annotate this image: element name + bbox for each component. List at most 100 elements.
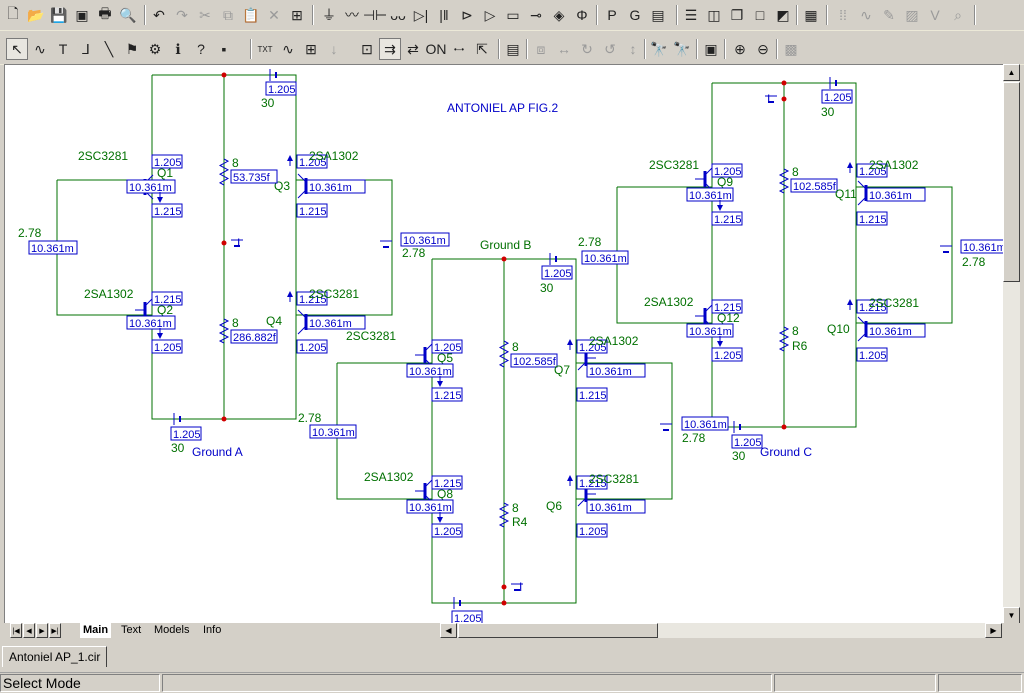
resistor-icon[interactable]: 〰 xyxy=(345,7,359,23)
readout-value: 10.361m xyxy=(129,182,172,194)
file-tab[interactable]: Antoniel AP_1.cir xyxy=(2,646,108,667)
copy-icon[interactable]: ⧉ xyxy=(223,6,233,23)
opamp-icon[interactable]: ▷ xyxy=(484,6,496,23)
first-tab-button[interactable]: |◀ xyxy=(10,623,22,638)
node-icon[interactable]: ⊞ xyxy=(305,40,317,57)
new-icon[interactable]: 🗋 xyxy=(7,5,19,21)
rotate-icon[interactable]: ↻ xyxy=(581,40,593,57)
cut-icon[interactable]: ✂ xyxy=(199,6,211,23)
toolbar-separator xyxy=(312,5,314,25)
delete-icon[interactable]: ✕ xyxy=(268,6,280,23)
flow-icon[interactable]: ⇉ xyxy=(379,38,401,60)
on-icon[interactable]: ON xyxy=(425,41,447,57)
picture-icon[interactable]: ▨ xyxy=(905,6,919,23)
subcircuit-icon[interactable]: ▭ xyxy=(506,6,520,23)
zoom-out-dis-icon[interactable]: ⌕ xyxy=(954,6,962,23)
pointer-icon[interactable]: ⇱ xyxy=(476,40,488,57)
help-icon[interactable]: ? xyxy=(197,41,205,57)
tile-vertical-icon[interactable]: ◫ xyxy=(707,6,721,23)
vb-icon[interactable]: V xyxy=(930,7,940,23)
readout-box xyxy=(960,239,1003,254)
restore-icon[interactable]: ◩ xyxy=(776,6,790,23)
prev-tab-button[interactable]: ◀ xyxy=(23,623,35,638)
tab-models[interactable]: Models xyxy=(154,624,190,636)
line-icon[interactable]: ╲ xyxy=(104,40,114,57)
redo-icon[interactable]: ↷ xyxy=(176,6,188,23)
save-all-icon[interactable]: ▣ xyxy=(75,6,89,23)
horizontal-scroll-thumb[interactable] xyxy=(458,623,658,638)
rotate2-icon[interactable]: ↺ xyxy=(604,40,616,57)
undo-icon[interactable]: ↶ xyxy=(153,6,165,23)
probe-icon[interactable]: ✎ xyxy=(883,6,895,23)
scroll-left-button[interactable]: ◀ xyxy=(440,623,457,638)
current-icon[interactable]: ◈ xyxy=(553,6,565,23)
cascade-icon[interactable]: ❐ xyxy=(730,6,744,23)
P-icon[interactable]: P xyxy=(607,7,617,23)
flag-icon[interactable]: ⚑ xyxy=(125,40,139,57)
properties-icon[interactable]: ▤ xyxy=(506,40,520,57)
text-mode-icon[interactable]: TXT xyxy=(257,44,273,54)
zoom-out-icon[interactable]: ⊖ xyxy=(757,40,769,57)
calculator-icon[interactable]: ▦ xyxy=(804,6,818,23)
binoculars-icon[interactable]: 🔭 xyxy=(673,40,691,57)
diode-icon[interactable]: ▷| xyxy=(413,6,429,23)
voltage-icon[interactable]: Φ xyxy=(576,7,588,23)
scroll-up-button[interactable]: ▲ xyxy=(1003,64,1020,81)
find-icon[interactable]: 🔭 xyxy=(650,40,668,57)
transistor-lead xyxy=(297,173,307,183)
vertical-scroll-thumb[interactable] xyxy=(1003,82,1020,282)
wire-icon[interactable]: ∿ xyxy=(34,40,46,57)
component-icon[interactable]: ⚙ xyxy=(148,40,162,57)
paste-icon[interactable]: 📋 xyxy=(242,6,260,23)
pin-icon[interactable]: ∿ xyxy=(282,40,294,57)
zoom-in-icon[interactable]: ⊕ xyxy=(734,40,746,57)
reverse-icon[interactable]: ⇄ xyxy=(407,40,419,57)
source-icon[interactable]: ⊸ xyxy=(530,6,542,23)
grid-icon[interactable]: ⁞⁞ xyxy=(839,7,847,23)
last-tab-button[interactable]: ▶| xyxy=(49,623,61,638)
scroll-down-button[interactable]: ▼ xyxy=(1003,607,1020,624)
flip-icon[interactable]: ↕ xyxy=(629,41,637,57)
point-icon[interactable]: ▪ xyxy=(221,41,227,57)
tile-horizontal-icon[interactable]: ☰ xyxy=(684,6,698,23)
tab-info[interactable]: Info xyxy=(203,624,222,636)
window-icon[interactable]: ▤ xyxy=(651,6,665,23)
print-preview-icon[interactable]: 🔍 xyxy=(119,6,137,23)
select-arrow-icon[interactable]: ↖ xyxy=(6,38,28,60)
tab-text[interactable]: Text xyxy=(121,624,142,636)
camera-icon[interactable]: ▩ xyxy=(784,40,798,57)
readout-box xyxy=(406,499,454,514)
horizontal-scrollbar[interactable]: ◀ ▶ xyxy=(440,623,1002,638)
group-icon[interactable]: ⧈ xyxy=(536,40,546,57)
G-icon[interactable]: G xyxy=(629,7,641,23)
vertical-scrollbar[interactable]: ▲ ▼ xyxy=(1003,64,1020,624)
readout-value: 1.205 xyxy=(299,342,327,354)
resistor xyxy=(498,502,510,528)
battery-icon[interactable]: |‖ xyxy=(439,7,449,23)
ground-icon[interactable]: ⏚ xyxy=(322,7,336,23)
mirror-icon[interactable]: ↔ xyxy=(557,41,571,57)
maximize-icon[interactable]: □ xyxy=(755,7,765,23)
inductor-icon[interactable]: ᴗᴗ xyxy=(390,7,406,23)
info-icon[interactable]: ℹ xyxy=(175,40,181,57)
attribute-icon[interactable]: ⊡ xyxy=(361,40,373,57)
capacitor-icon[interactable]: ⊣⊢ xyxy=(362,6,388,23)
wave-icon[interactable]: ∿ xyxy=(860,6,872,23)
print-icon[interactable]: 🖶 xyxy=(98,5,112,21)
select-all-icon[interactable]: ⊞ xyxy=(291,6,303,23)
save-icon[interactable]: 💾 xyxy=(50,6,68,23)
resistor xyxy=(778,326,790,352)
pin-connect-icon[interactable]: •–• xyxy=(453,44,465,54)
ortho-wire-icon[interactable]: ⅃ xyxy=(82,40,90,57)
next-tab-button[interactable]: ▶ xyxy=(36,623,48,638)
tab-main[interactable]: Main xyxy=(80,623,112,638)
transistor-icon[interactable]: ⊳ xyxy=(461,6,473,23)
display-icon[interactable]: ▣ xyxy=(704,40,718,57)
scroll-right-button[interactable]: ▶ xyxy=(985,623,1002,638)
open-icon[interactable]: 📂 xyxy=(27,6,45,23)
schematic-label: 2.78 xyxy=(578,235,602,249)
text-icon[interactable]: T xyxy=(58,41,68,57)
drawing-toolbar: ↖ ∿ T ⅃ ╲ ⚑ ⚙ ℹ? ▪ TXT ∿ ⊞ ↓ ⊡ ⇉ ⇄ ON •–• ⇱ ▤ ⧈ ↔ ↻ ↺ ↕ 🔭 🔭 ▣ ⊕ ⊖ ▩ xyxy=(0,34,1024,65)
arrow-down-icon[interactable]: ↓ xyxy=(330,41,338,57)
